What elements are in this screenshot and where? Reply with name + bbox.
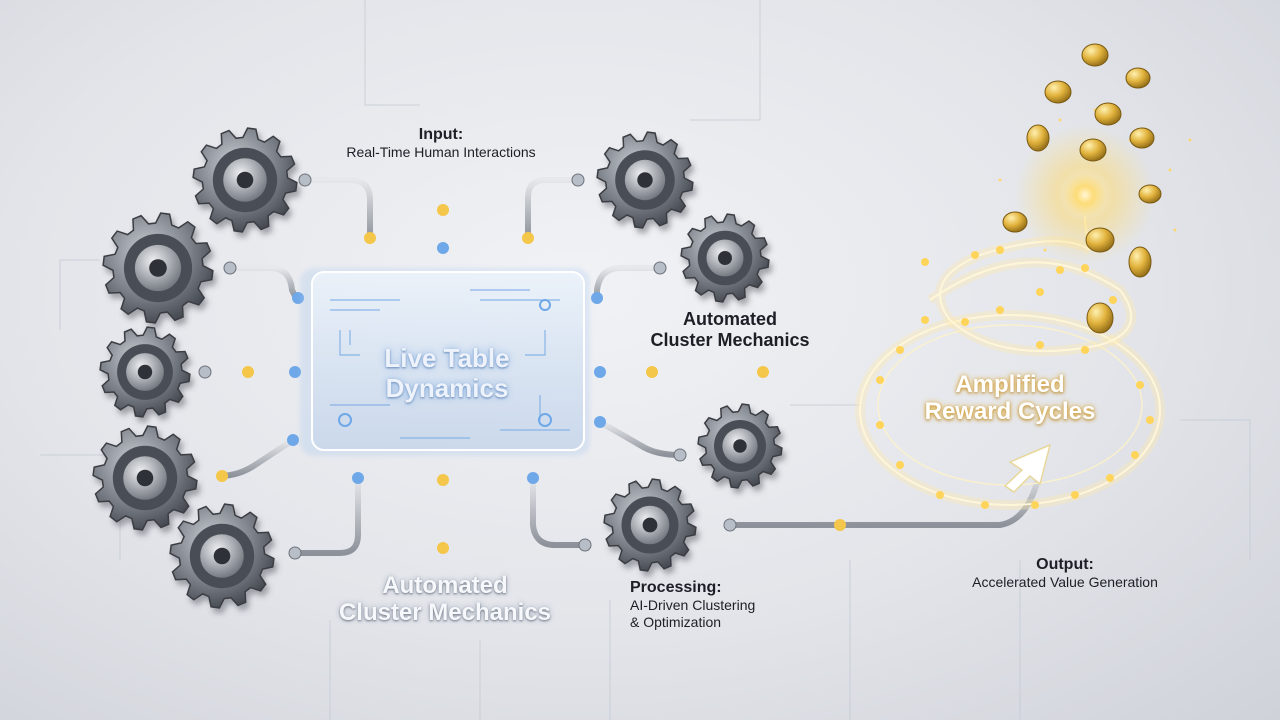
output-heading: Output: [1036, 556, 1094, 573]
connector-node-icon [646, 366, 658, 378]
coin-icon [1079, 138, 1107, 162]
coin-icon [1129, 127, 1155, 149]
cluster-bottom-line1: Automated [382, 572, 508, 599]
connector-node-icon [594, 366, 606, 378]
output-label: Output: Accelerated Value Generation [945, 556, 1185, 591]
input-text: Real-Time Human Interactions [346, 144, 536, 160]
panel-title-line2: Dynamics [385, 373, 509, 403]
coin-icon [1044, 80, 1072, 104]
panel-title: Live Table Dynamics [342, 343, 552, 403]
output-text: Accelerated Value Generation [972, 574, 1158, 590]
connector-node-icon [223, 261, 237, 275]
connector-node-icon [527, 472, 539, 484]
connector-node-icon [437, 242, 449, 254]
gear-icon [603, 478, 697, 572]
connector-node-icon [653, 261, 667, 275]
coin-icon [1138, 184, 1162, 204]
gear-icon [99, 326, 191, 418]
coin-icon [1085, 227, 1115, 253]
connector-nodes [198, 173, 846, 560]
gears [92, 127, 783, 609]
connector-node-icon [364, 232, 376, 244]
connector-node-icon [578, 538, 592, 552]
connector-node-icon [723, 518, 737, 532]
connector-node-icon [287, 434, 299, 446]
cluster-right-line2: Cluster Mechanics [650, 330, 810, 350]
arrow-icon [1003, 443, 1052, 493]
processing-line2: & Optimization [630, 614, 722, 630]
coin-icon [1094, 102, 1122, 126]
sparkle-burst [998, 108, 1192, 265]
connector-node-icon [522, 232, 534, 244]
connector-node-icon [757, 366, 769, 378]
coins [1002, 43, 1162, 334]
connector-node-icon [352, 472, 364, 484]
connector-node-icon [288, 546, 302, 560]
gear-icon [192, 127, 298, 233]
processing-line1: AI-Driven Clustering [630, 597, 756, 613]
connector-node-icon [216, 470, 228, 482]
gear-icon [169, 503, 275, 609]
connector-node-icon [289, 366, 301, 378]
connector-node-icon [298, 173, 312, 187]
connector-node-icon [198, 365, 212, 379]
coin-icon [1086, 302, 1114, 334]
gear-icon [102, 212, 214, 324]
spiral-lights [876, 246, 1154, 509]
coin-icon [1125, 67, 1151, 89]
coin-icon [1128, 246, 1152, 278]
cluster-right-label: Automated Cluster Mechanics [630, 309, 830, 351]
coin-icon [1026, 124, 1050, 152]
connector-node-icon [594, 416, 606, 428]
connector-node-icon [834, 519, 846, 531]
background-circuit-lines [40, 0, 1251, 720]
gear-icon [680, 213, 770, 303]
panel-title-line1: Live Table [384, 343, 510, 373]
gear-icon [92, 425, 198, 531]
cluster-bottom-line2: Cluster Mechanics [338, 599, 552, 626]
reward-label: Amplified Reward Cycles [920, 371, 1100, 425]
connector-node-icon [571, 173, 585, 187]
gear-icon [697, 403, 783, 489]
connector-node-icon [437, 474, 449, 486]
connector-node-icon [242, 366, 254, 378]
cluster-right-line1: Automated [683, 309, 777, 329]
connector-node-icon [437, 542, 449, 554]
reward-line1: Amplified [955, 371, 1065, 398]
coin-icon [1002, 211, 1028, 233]
input-label: Input: Real-Time Human Interactions [330, 126, 552, 161]
connector-node-icon [673, 448, 687, 462]
live-table-panel [300, 268, 590, 456]
input-heading: Input: [418, 126, 464, 143]
gear-icon [596, 131, 694, 229]
cluster-bottom-label: Automated Cluster Mechanics [320, 572, 570, 626]
processing-heading: Processing: [630, 579, 722, 596]
processing-label: Processing: AI-Driven Clustering & Optim… [630, 579, 830, 631]
connector-node-icon [591, 292, 603, 304]
reward-spiral [855, 214, 1165, 510]
reward-line2: Reward Cycles [924, 398, 1096, 425]
coin-icon [1081, 43, 1109, 67]
connector-node-icon [437, 204, 449, 216]
